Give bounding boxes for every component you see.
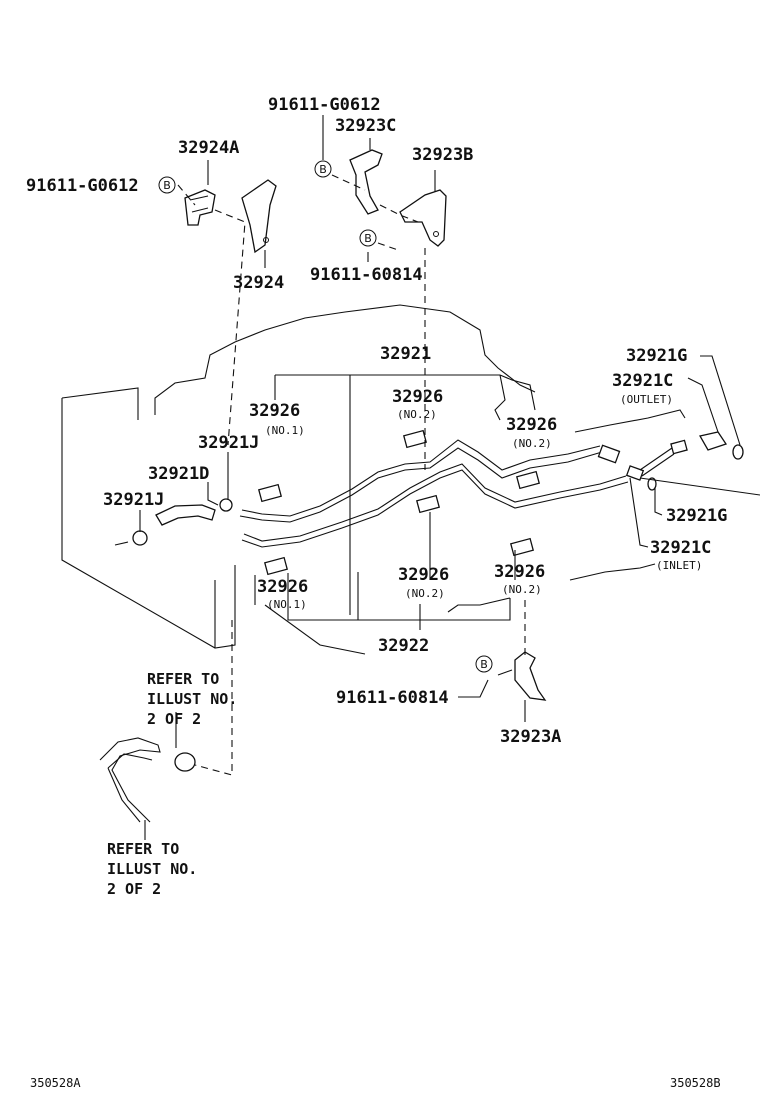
label-32926-b-sub: (NO.2) — [397, 408, 437, 421]
label-32924a: 32924A — [178, 138, 239, 158]
marker-b-top: B — [314, 160, 332, 178]
bracket-32924a — [184, 189, 216, 226]
marker-b-left: B — [158, 176, 176, 194]
label-32926-e-sub: (NO.2) — [405, 587, 445, 600]
marker-b-bottom: B — [475, 655, 493, 673]
refer-note-1-line-2: ILLUST NO. — [147, 690, 237, 708]
marker-b-left-text: B — [163, 179, 171, 192]
label-inlet: (INLET) — [656, 559, 702, 572]
label-32926-f: 32926 — [494, 562, 545, 582]
label-32926-e: 32926 — [398, 565, 449, 585]
marker-b-bottom-text: B — [480, 658, 488, 671]
marker-b-mid-text: B — [364, 232, 372, 245]
label-outlet: (OUTLET) — [620, 393, 673, 406]
label-32926-b: 32926 — [392, 387, 443, 407]
label-32921g-right: 32921G — [666, 506, 727, 526]
label-32921j-left: 32921J — [103, 490, 164, 510]
label-32926-a: 32926 — [249, 401, 300, 421]
label-32923b: 32923B — [412, 145, 473, 165]
leader-lines — [139, 115, 741, 840]
label-32926-a-sub: (NO.1) — [265, 424, 305, 437]
label-91611-g0612-left: 91611-G0612 — [26, 176, 139, 196]
marker-b-mid: B — [359, 229, 377, 247]
label-32926-f-sub: (NO.2) — [502, 583, 542, 596]
label-91611-g0612-top: 91611-G0612 — [268, 95, 381, 115]
cooler-tube-lower — [241, 463, 629, 548]
label-32923c: 32923C — [335, 116, 396, 136]
reference-hose — [99, 737, 196, 823]
label-91611-60814-bottom: 91611-60814 — [336, 688, 449, 708]
pipe-fittings-right — [597, 431, 760, 496]
label-32921c-top: 32921C — [612, 371, 673, 391]
marker-b-top-text: B — [319, 163, 327, 176]
label-32921d: 32921D — [148, 464, 209, 484]
label-32922: 32922 — [378, 636, 429, 656]
label-32926-d-sub: (NO.1) — [267, 598, 307, 611]
refer-note-1-line-3: 2 OF 2 — [147, 710, 201, 728]
label-32926-c-sub: (NO.2) — [512, 437, 552, 450]
refer-note-1-line-1: REFER TO — [147, 670, 219, 688]
bracket-32923b — [399, 189, 447, 247]
label-32921: 32921 — [380, 344, 431, 364]
label-32923a: 32923A — [500, 727, 561, 747]
label-32921j-top: 32921J — [198, 433, 259, 453]
footer-code-right: 350528B — [670, 1076, 721, 1090]
refer-note-2-line-2: ILLUST NO. — [107, 860, 197, 878]
label-91611-60814-top: 91611-60814 — [310, 265, 423, 285]
radiator-outline — [61, 387, 256, 649]
hose-32921d — [155, 504, 216, 526]
refer-note-2-line-3: 2 OF 2 — [107, 880, 161, 898]
label-32921c-right: 32921C — [650, 538, 711, 558]
label-32921g-top: 32921G — [626, 346, 687, 366]
bracket-32923a — [514, 651, 547, 701]
bracket-32924 — [241, 179, 277, 254]
sleeves-32926 — [257, 429, 541, 576]
cooler-tube-upper — [239, 439, 603, 523]
bracket-32923c — [349, 149, 383, 215]
footer-code-left: 350528A — [30, 1076, 81, 1090]
label-32926-d: 32926 — [257, 577, 308, 597]
engine-outline — [154, 304, 536, 655]
refer-note-2-line-1: REFER TO — [107, 840, 179, 858]
label-32926-c: 32926 — [506, 415, 557, 435]
label-32924: 32924 — [233, 273, 284, 293]
